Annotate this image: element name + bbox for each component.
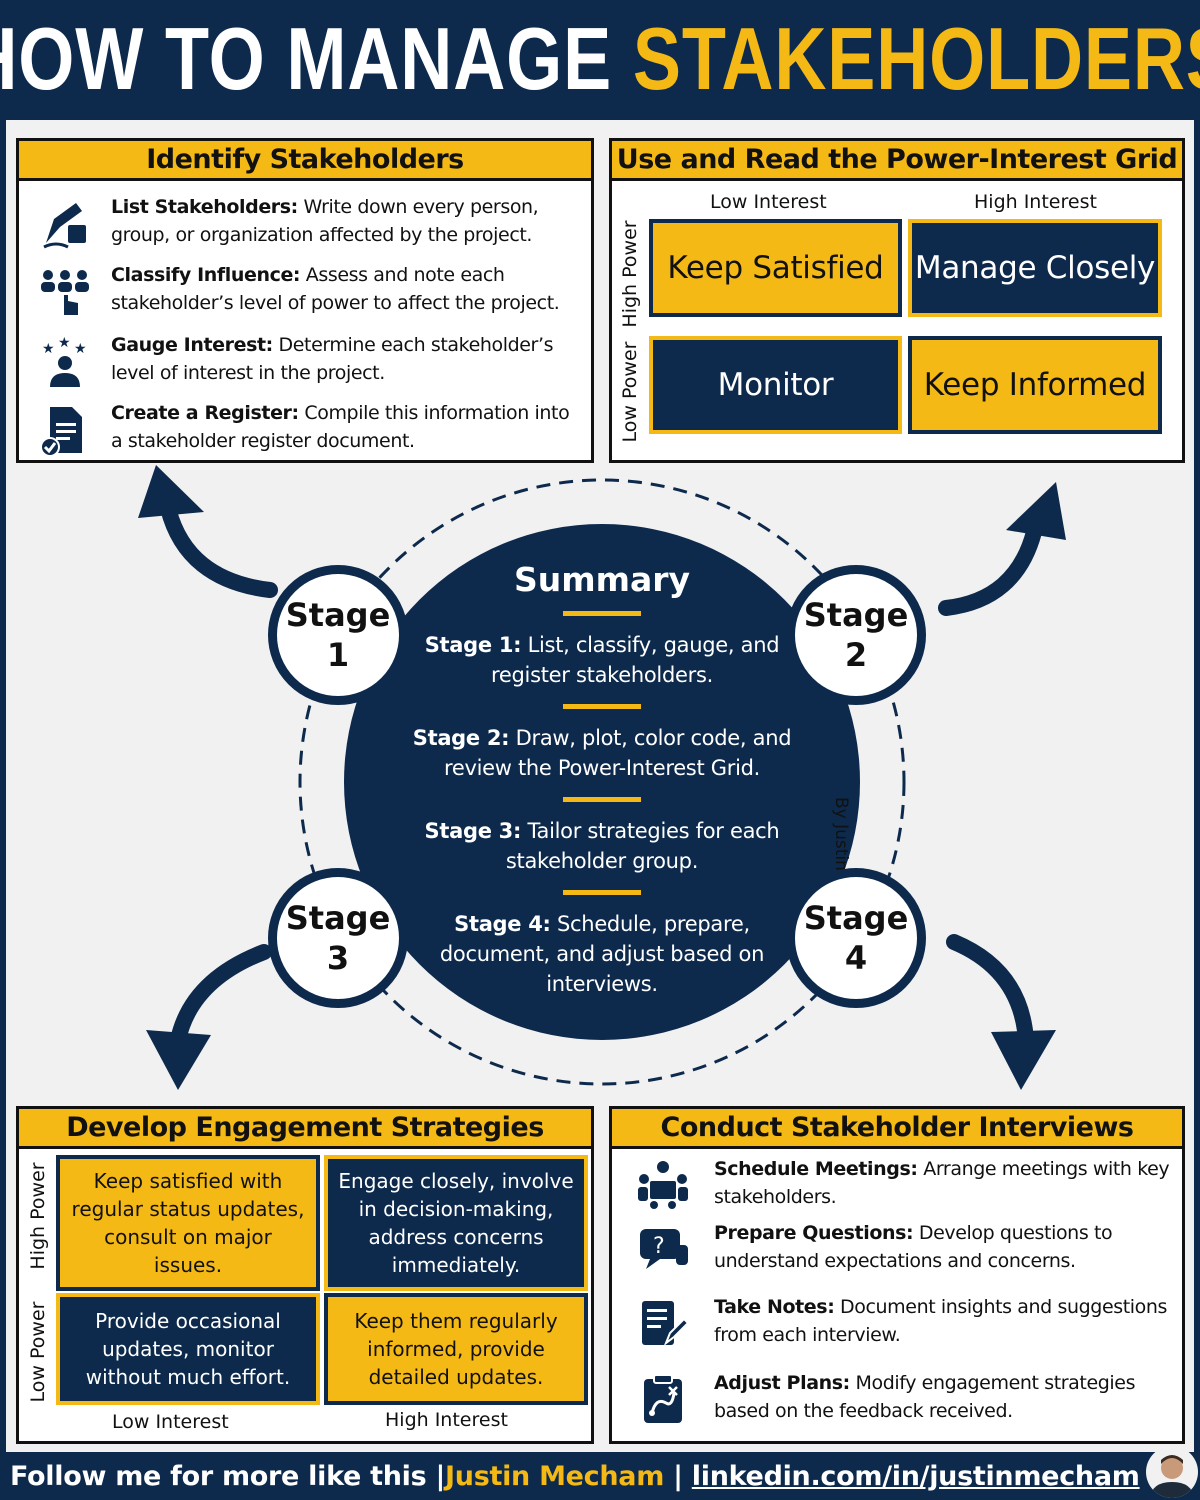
summary-block: Summary Stage 1: List, classify, gauge, … [401, 560, 803, 1013]
power-interest-grid-panel: Use and Read the Power-Interest Grid Low… [609, 138, 1185, 463]
notes-pen-icon [612, 1293, 714, 1351]
arrow-top-left-icon [160, 500, 278, 598]
stakeholder-interviews-panel: Conduct Stakeholder Interviews Schedule … [609, 1106, 1185, 1444]
meeting-icon [612, 1155, 714, 1213]
axis-label-low-interest: Low Interest [112, 1411, 229, 1433]
footer: Follow me for more like this | Justin Me… [0, 1452, 1200, 1500]
list-item: List Stakeholders: Write down every pers… [19, 193, 581, 251]
axis-label-high-power: High Power [619, 220, 641, 328]
header: HOW TO MANAGE STAKEHOLDERS [0, 0, 1200, 118]
document-check-icon [19, 399, 111, 457]
svg-text:?: ? [653, 1234, 665, 1259]
grid-cell-keep-satisfied: Keep Satisfied [649, 219, 902, 317]
arrow-head-bottom-left [146, 1030, 211, 1090]
arrow-head-top-right [1006, 482, 1066, 540]
axis-label-high-interest: High Interest [385, 1409, 508, 1431]
engagement-strategies-panel: Develop Engagement Strategies High Power… [16, 1106, 594, 1444]
axis-label-low-power: Low Power [27, 1301, 49, 1403]
arrow-bottom-right-icon [946, 934, 1034, 1048]
list-item: Create a Register: Compile this informat… [19, 399, 581, 457]
identify-stakeholders-panel: Identify Stakeholders List Stakeholders:… [16, 138, 594, 463]
svg-text:★: ★ [42, 341, 55, 357]
clipboard-plan-icon [612, 1369, 714, 1427]
summary-stage-1: Stage 1: List, classify, gauge, and regi… [424, 633, 780, 687]
list-item: Classify Influence: Assess and note each… [19, 261, 581, 319]
summary-circle [344, 524, 860, 1040]
grid-cell-keep-informed: Keep Informed [908, 336, 1162, 434]
axis-label-low-interest: Low Interest [710, 191, 827, 213]
author-name: Justin Mecham [445, 1460, 665, 1492]
strategy-cell-monitor: Provide occasional updates, monitor with… [56, 1293, 320, 1405]
svg-text:★: ★ [74, 341, 87, 357]
summary-title: Summary [513, 560, 691, 599]
strategy-cell-keep-satisfied: Keep satisfied with regular status updat… [56, 1155, 320, 1291]
summary-stage-4: Stage 4: Schedule, prepare, document, an… [439, 912, 765, 996]
question-bubble-icon: ? [612, 1219, 714, 1277]
page-title: HOW TO MANAGE STAKEHOLDERS [0, 9, 1200, 108]
strategy-cell-manage-closely: Engage closely, involve in decision-maki… [324, 1155, 588, 1291]
avatar [1146, 1446, 1198, 1498]
list-item: ★★★ Gauge Interest: Determine each stake… [19, 331, 581, 389]
divider [563, 611, 641, 616]
divider [563, 890, 641, 895]
arrow-bottom-left-icon [170, 944, 272, 1048]
list-item: ? Prepare Questions: Develop questions t… [612, 1219, 1172, 1277]
person-stars-icon: ★★★ [19, 331, 111, 389]
panel-title: Identify Stakeholders [19, 141, 591, 181]
strategy-cell-keep-informed: Keep them regularly informed, provide de… [324, 1293, 588, 1405]
summary-stage-2: Stage 2: Draw, plot, color code, and rev… [412, 726, 792, 780]
axis-label-low-power: Low Power [619, 341, 641, 443]
grid-cell-manage-closely: Manage Closely [908, 219, 1162, 317]
axis-label-high-power: High Power [27, 1162, 49, 1270]
grid-cell-monitor: Monitor [649, 336, 902, 434]
divider [563, 797, 641, 802]
main-canvas: Summary Stage 1: List, classify, gauge, … [6, 120, 1194, 1452]
center-diagram [138, 465, 1066, 1090]
arrow-top-right-icon [938, 524, 1042, 616]
divider [563, 704, 641, 709]
summary-stage-3: Stage 3: Tailor strategies for each stak… [424, 819, 780, 873]
list-item: Schedule Meetings: Arrange meetings with… [612, 1155, 1172, 1213]
panel-title: Conduct Stakeholder Interviews [612, 1109, 1182, 1149]
dashed-ring [298, 478, 906, 1086]
linkedin-link[interactable]: linkedin.com/in/justinmecham [691, 1460, 1140, 1492]
axis-label-high-interest: High Interest [974, 191, 1097, 213]
panel-title: Develop Engagement Strategies [19, 1109, 591, 1149]
list-item: Take Notes: Document insights and sugges… [612, 1293, 1172, 1351]
arrow-head-bottom-right [991, 1030, 1056, 1090]
arrow-head-top-left [138, 465, 204, 518]
pen-writing-icon [19, 193, 111, 251]
list-item: Adjust Plans: Modify engagement strategi… [612, 1369, 1172, 1427]
group-pointer-icon [19, 261, 111, 319]
panel-title: Use and Read the Power-Interest Grid [612, 141, 1182, 181]
svg-text:★: ★ [58, 335, 71, 351]
